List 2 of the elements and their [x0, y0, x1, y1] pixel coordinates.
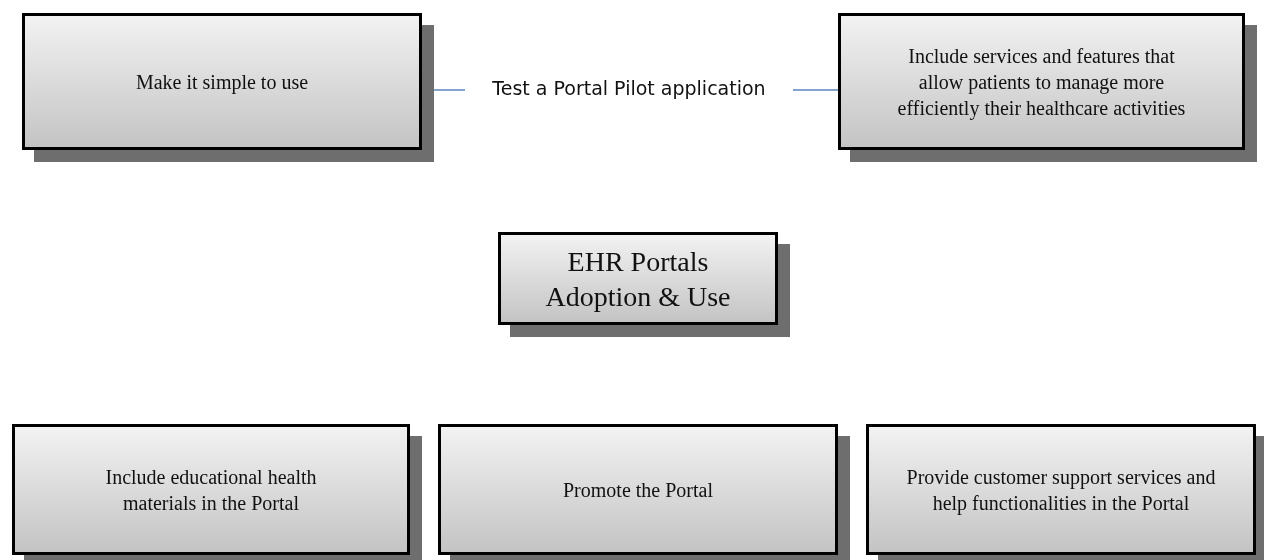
connector-line — [792, 89, 839, 91]
label-text: Test a Portal Pilot application — [464, 74, 794, 102]
